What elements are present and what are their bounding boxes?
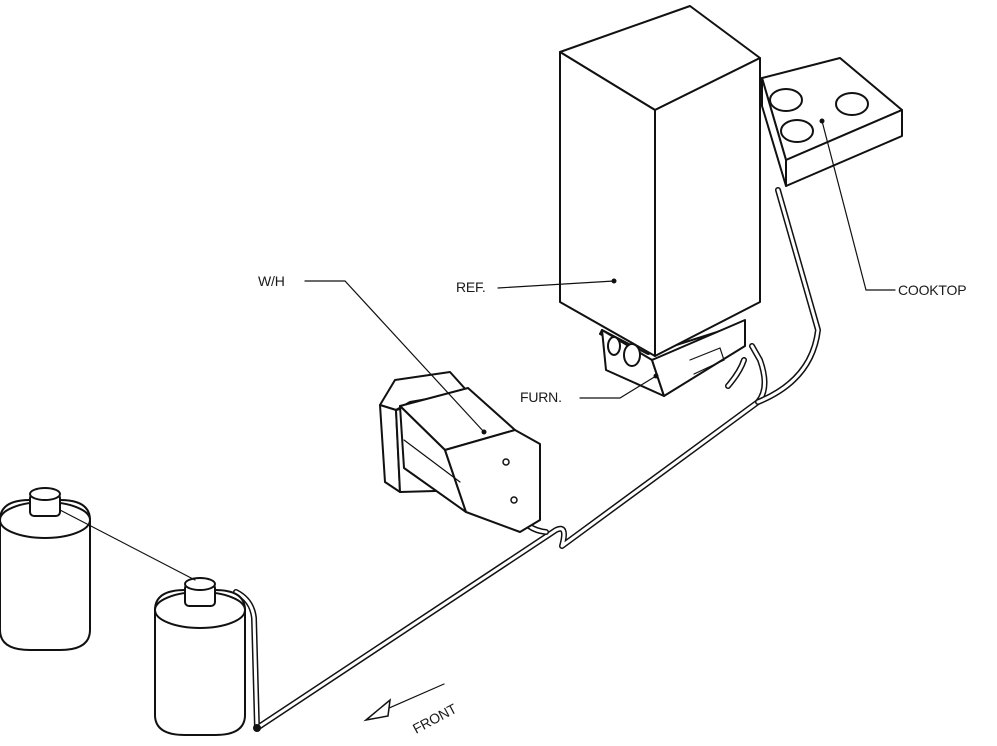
propane-tank-front [154,577,246,736]
burner [780,119,814,143]
tank-link [59,509,196,581]
label-cooktop: COOKTOP [898,282,966,298]
pipe-elbow [253,724,261,732]
label-furnace: FURN. [520,389,562,405]
label-refrigerator: REF. [456,279,486,295]
water-heater [379,371,541,533]
label-front: FRONT [410,700,460,737]
cooktop [761,57,903,187]
leader-lines [304,120,896,433]
label-water-heater: W/H [258,273,285,289]
burner [769,88,803,112]
propane-tank-rear [0,487,91,651]
refrigerator [559,5,761,357]
front-arrow [363,683,445,722]
furnace [599,319,746,397]
burner [835,92,869,116]
